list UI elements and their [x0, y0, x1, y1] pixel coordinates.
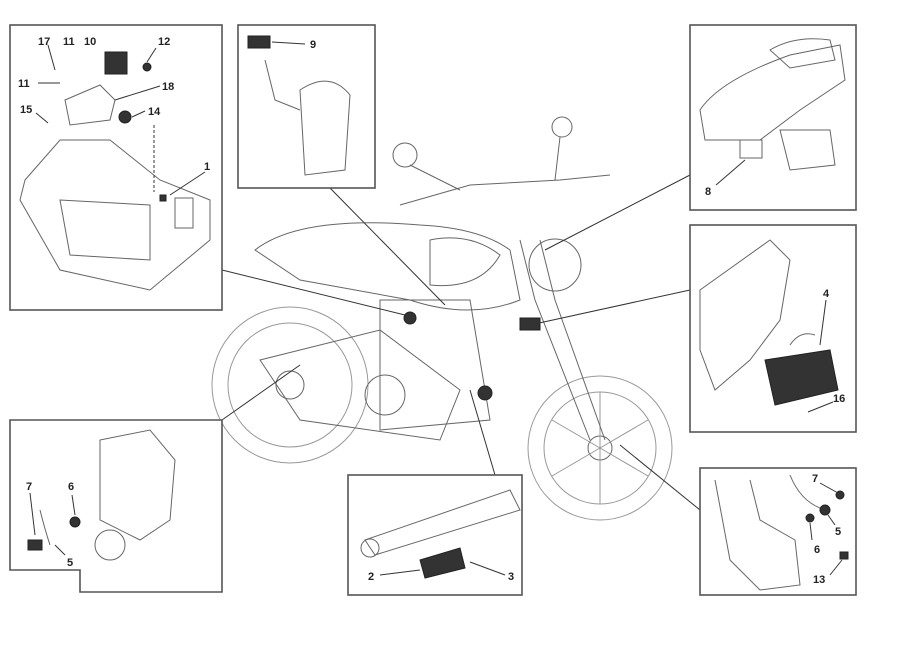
- panel-bottom-right: 7 5 6 13: [699, 467, 857, 596]
- callout-1: 1: [204, 161, 210, 173]
- callout-17: 17: [38, 36, 50, 48]
- callout-11: 11: [63, 36, 75, 48]
- callout-8: 8: [705, 186, 711, 198]
- callout-5b: 5: [835, 526, 841, 538]
- callout-11b: 11: [18, 78, 30, 90]
- callout-13: 13: [813, 574, 825, 586]
- callout-9: 9: [310, 39, 316, 51]
- panel-top-right: 8: [689, 24, 857, 211]
- panel-bottom-left: 7 6 5: [9, 419, 223, 593]
- callout-10: 10: [84, 36, 96, 48]
- callout-18: 18: [162, 81, 174, 93]
- panel-right-middle: 4 16: [689, 224, 857, 433]
- callout-15: 15: [20, 104, 32, 116]
- motorcycle-illustration: [211, 116, 673, 521]
- callout-6: 6: [68, 481, 74, 493]
- callout-12: 12: [158, 36, 170, 48]
- panel-top-middle: 9: [237, 24, 376, 189]
- callout-16: 16: [833, 393, 845, 405]
- leader-lines: [221, 174, 701, 511]
- callout-7: 7: [26, 481, 32, 493]
- callout-14: 14: [148, 106, 161, 118]
- callout-4: 4: [823, 288, 830, 300]
- callout-5: 5: [67, 557, 73, 569]
- callout-2: 2: [368, 571, 374, 583]
- panel-top-left: 17 11 10 12 11 18 15 14 1: [9, 24, 223, 311]
- panel-bottom-middle: 2 3: [347, 474, 523, 596]
- callout-7b: 7: [812, 473, 818, 485]
- callout-6b: 6: [814, 544, 820, 556]
- callout-3: 3: [508, 571, 514, 583]
